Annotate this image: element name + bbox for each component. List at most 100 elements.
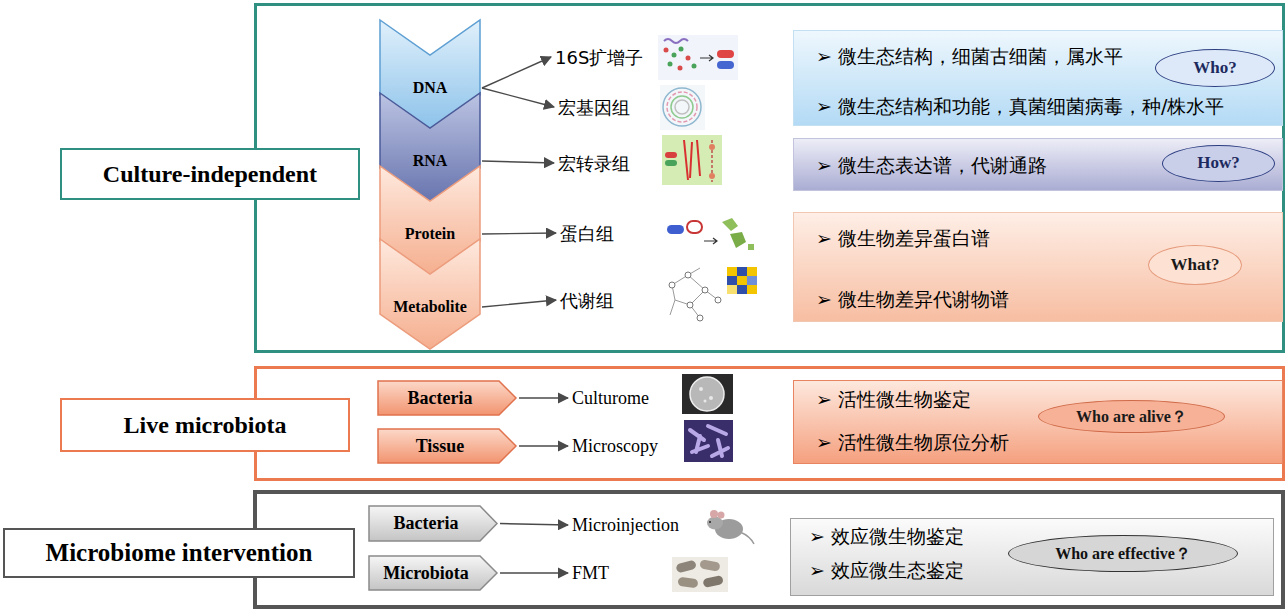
method-text: 16S扩增子: [555, 45, 643, 70]
panel: Culture-independentDNARNAProteinMetaboli…: [254, 3, 1285, 353]
connector-arrow: [482, 161, 554, 163]
microscopy-icon: [684, 420, 733, 462]
capsules-icon: [672, 557, 728, 592]
method-label: Culturome: [572, 386, 651, 411]
ear: [718, 512, 725, 519]
shape-fill: [369, 506, 497, 541]
method-text: Culturome: [572, 386, 649, 411]
photo-ground: [672, 557, 728, 592]
dot: [709, 173, 715, 179]
colony: [709, 396, 713, 400]
tail: [740, 532, 754, 544]
bullet-text: ➢ 效应微生态鉴定: [809, 558, 964, 583]
question-text: What?: [1170, 255, 1219, 275]
mouse-icon: [707, 510, 754, 544]
icon-ground: [658, 35, 738, 80]
capsule: [717, 50, 734, 58]
network: [670, 268, 718, 318]
step-label: RNA: [380, 151, 480, 171]
bullet-text: ➢ 微生态表达谱，代谢通路: [816, 153, 1047, 178]
ring: [663, 88, 701, 126]
panel-heading: Microbiome intervention: [3, 528, 355, 578]
shape-fill: [369, 556, 497, 590]
description-box: ➢ 效应微生物鉴定➢ 效应微生态鉴定Who are effective？: [790, 518, 1274, 596]
dot: [709, 144, 715, 150]
pentagon-tag: Bacteria: [377, 380, 517, 416]
ear: [710, 510, 718, 518]
colony: [704, 400, 707, 403]
method-text: 蛋白组: [560, 221, 614, 246]
network-node: [702, 287, 708, 293]
heat-cell: [747, 285, 757, 294]
chevron-step: Metabolite: [380, 239, 480, 349]
panel-heading: Culture-independent: [60, 148, 360, 200]
bullet-text: ➢ 活性微生物鉴定: [816, 387, 971, 412]
heat-cell: [737, 267, 747, 276]
dna-strand: [664, 39, 688, 43]
bullet-text: ➢ 微生态结构和功能，真菌细菌病毒，种/株水平: [816, 94, 1224, 119]
genome-icon: [660, 85, 705, 130]
method-label: 16S扩增子: [555, 45, 646, 70]
colony: [699, 387, 703, 391]
heat-cell: [727, 276, 737, 285]
method-label: Microscopy: [572, 434, 660, 459]
method-label: 宏基因组: [558, 95, 632, 120]
panel: Live microbiotaBacteriaTissueCulturomeMi…: [254, 366, 1285, 481]
capsule: [675, 560, 697, 574]
question-text: Who are alive？: [1076, 407, 1187, 426]
capsule: [702, 575, 723, 588]
method-label: Microinjection: [572, 513, 681, 538]
pentagon-tag: Bacteria: [368, 505, 498, 542]
description-box: ➢ 微生态结构，细菌古细菌，属水平➢ 微生态结构和功能，真菌细菌病毒，种/株水平…: [793, 30, 1283, 126]
connector-arrow: [500, 572, 568, 573]
method-text: Microinjection: [572, 513, 679, 538]
method-text: Microscopy: [572, 434, 658, 459]
ring: [667, 92, 697, 122]
cell: [687, 221, 702, 233]
capsule: [717, 61, 734, 69]
heat-cell: [747, 276, 757, 285]
tag-label: Bacteria: [408, 387, 473, 410]
eye: [709, 521, 711, 523]
description-box: ➢ 微生物差异蛋白谱➢ 微生物差异代谢物谱What?: [793, 212, 1283, 322]
dot: [678, 66, 683, 71]
method-text: 宏基因组: [558, 95, 630, 120]
question-oval: Who?: [1155, 49, 1275, 87]
dot: [692, 64, 697, 69]
connector-arrow: [482, 57, 551, 88]
step-label: DNA: [380, 78, 480, 98]
step-label: Metabolite: [380, 297, 480, 317]
network-node: [715, 297, 721, 303]
photo-ground: [682, 374, 733, 414]
bullet-text: ➢ 微生物差异蛋白谱: [816, 226, 990, 251]
description-box: ➢ 微生态表达谱，代谢通路How?: [793, 138, 1283, 191]
tag-label: Tissue: [416, 435, 465, 458]
capsule: [667, 225, 684, 234]
heat-cell: [727, 267, 737, 276]
connector-arrow: [482, 233, 556, 234]
ring: [671, 96, 693, 118]
icon-ground: [660, 85, 705, 130]
pentagon-tag: Tissue: [377, 428, 517, 464]
description-box: ➢ 活性微生物鉴定 ➢ 活性微生物原位分析 Who are alive？: [793, 380, 1283, 464]
connector-arrow: [500, 524, 568, 526]
bullet-text: ➢ 活性微生物原位分析: [816, 430, 1009, 455]
shape-fill: [380, 239, 480, 349]
dish: [690, 377, 724, 411]
metabolome-icon: [669, 267, 757, 321]
heat-cell: [727, 285, 737, 294]
dot: [672, 53, 677, 58]
heat-cell: [737, 285, 747, 294]
network-node: [687, 302, 693, 308]
heat-cell: [737, 276, 747, 285]
tag-label: Bacteria: [394, 512, 459, 535]
proteome-icon: [667, 218, 754, 250]
question-oval: Who are effective？: [1008, 535, 1238, 572]
shape-fill: [378, 429, 516, 463]
shape-fill: [378, 381, 516, 415]
connector-arrow: [519, 445, 568, 446]
petri-dish-icon: [682, 374, 733, 414]
network-node: [669, 282, 675, 288]
dot: [668, 62, 673, 67]
question-text: Who are effective？: [1055, 544, 1191, 563]
